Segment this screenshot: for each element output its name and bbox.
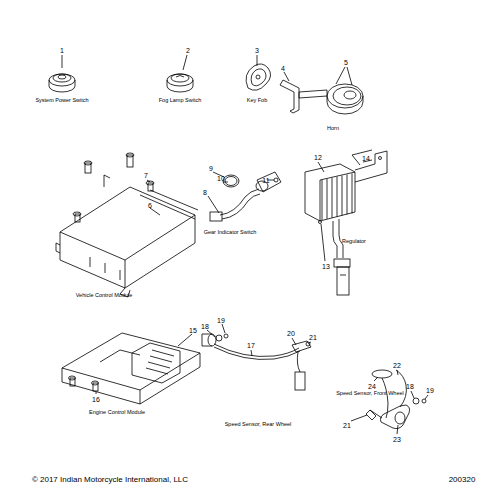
callout-number: 14 (362, 155, 370, 162)
callout-number: 9 (209, 165, 213, 172)
callout-number: 24 (368, 383, 376, 390)
cooling-fin (342, 176, 343, 216)
vehicle-control-module (56, 153, 198, 297)
callout-number: 6 (148, 202, 152, 209)
callout-number: 5 (344, 59, 348, 66)
callout-number: 22 (393, 362, 401, 369)
front-speed-sensor (351, 370, 428, 434)
callout-number: 2 (186, 47, 190, 54)
callout-number: 3 (255, 47, 259, 54)
callout-number: 18 (201, 323, 209, 330)
part-caption: Speed Sensor, Front Wheel (336, 391, 404, 397)
callout-number: 19 (426, 387, 434, 394)
part-caption: Fog Lamp Switch (159, 98, 202, 104)
cooling-fin (322, 180, 323, 220)
callout-number: 23 (393, 436, 401, 443)
part-caption: Regulator (342, 239, 366, 245)
callout-number: 15 (189, 327, 197, 334)
key-fob (246, 55, 271, 90)
rear-speed-sensor (202, 324, 311, 390)
callout-number: 20 (287, 330, 295, 337)
cooling-fin (337, 177, 338, 217)
footer-text: © 2017 Indian Motorcycle International, … (32, 476, 188, 484)
callout-number: 19 (217, 317, 225, 324)
callout-number: 12 (314, 154, 322, 161)
part-caption: System Power Switch (35, 98, 88, 104)
part-caption: Engine Control Module (89, 410, 145, 416)
cooling-fin (352, 173, 353, 213)
power-switch (49, 55, 75, 92)
part-caption: Vehicle Control Module (76, 293, 133, 299)
horn (280, 67, 363, 114)
callout-number: 21 (309, 334, 317, 341)
cooling-fin (327, 179, 328, 219)
callout-number: 17 (247, 342, 255, 349)
callout-number: 7 (144, 172, 148, 179)
part-caption: Horn (327, 126, 339, 132)
callout-number: 8 (203, 189, 207, 196)
engine-control-module (62, 333, 200, 404)
callout-number: 4 (281, 65, 285, 72)
cooling-fin (332, 178, 333, 218)
callout-number: 1 (60, 47, 64, 54)
part-caption: Gear Indicator Switch (204, 230, 257, 236)
callout-number: 21 (343, 422, 351, 429)
part-caption: Key Fob (247, 98, 267, 104)
callout-number: 18 (406, 383, 414, 390)
callout-number: 13 (322, 263, 330, 270)
callout-number: 10 (217, 175, 225, 182)
callout-number: 16 (92, 396, 100, 403)
cooling-fin (347, 175, 348, 215)
fog-lamp-switch (167, 55, 193, 92)
part-caption: Speed Sensor, Rear Wheel (225, 422, 292, 428)
footer-text: 200320 (449, 476, 476, 484)
callout-number: 11 (262, 177, 269, 184)
regulator (305, 150, 387, 295)
gear-indicator-switch (208, 172, 281, 221)
